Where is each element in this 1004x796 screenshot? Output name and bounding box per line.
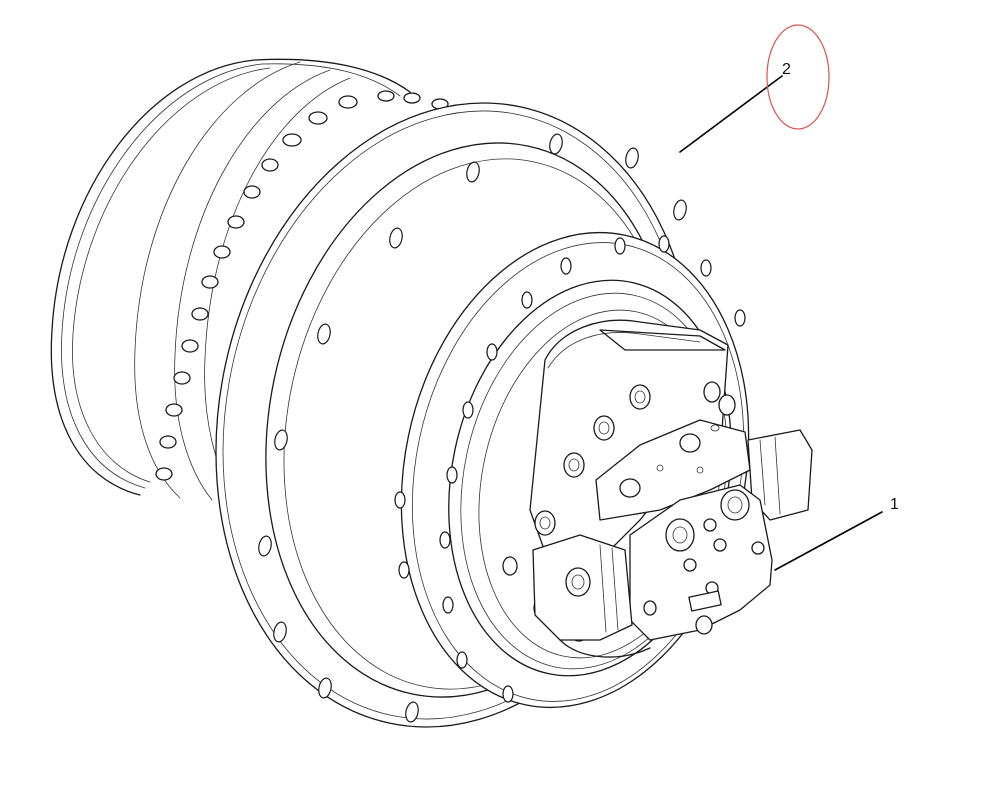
- callout-2: 2: [679, 24, 830, 153]
- travel-motor: [502, 319, 813, 658]
- rear-drum: [50, 58, 411, 501]
- callout-1: 1: [774, 496, 899, 571]
- leader-line-1: [774, 511, 883, 571]
- callout-2-highlight-ring: [766, 24, 830, 130]
- callout-2-label: 2: [782, 61, 791, 78]
- leader-line-2: [679, 75, 783, 153]
- flange-bolt-holes: [258, 133, 687, 723]
- callout-1-label: 1: [890, 496, 899, 513]
- hub-bolt-holes: [394, 235, 746, 703]
- drum-bolt-ring: [155, 90, 475, 481]
